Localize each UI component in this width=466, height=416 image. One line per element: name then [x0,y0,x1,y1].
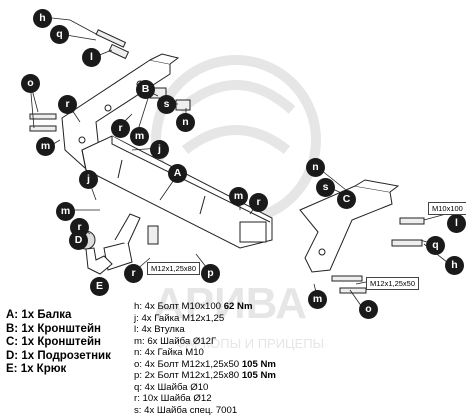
spec-row-r: r: 10x Шайба Ø12 [134,393,276,405]
legend-item-d: D: 1x Подрозетник [6,349,111,362]
badge-l: l [82,48,101,67]
badge-m: m [308,290,327,309]
badge-h: h [445,256,464,275]
spec-text: j: 4x Гайка M12x1,25 [134,312,225,324]
badge-m: m [229,187,248,206]
spec-row-s: s: 4x Шайба спец. 7001 [134,405,276,416]
spec-row-m: m: 6x Шайба Ø12Г [134,336,276,348]
badge-n: n [306,158,325,177]
spec-row-o: o: 4x Болт M12x1,25x50 105 Nm [134,359,276,371]
badge-C: C [337,190,356,209]
watermark-subtext: ФАРКОПЫ И ПРИЦЕПЫ [176,336,324,351]
badge-q: q [426,236,445,255]
badge-j: j [150,140,169,159]
badge-m: m [130,127,149,146]
callout-m12x50: M12x1,25x50 [366,277,420,290]
spec-row-j: j: 4x Гайка M12x1,25 [134,313,276,325]
badge-E: E [90,277,109,296]
badge-q: q [50,25,69,44]
spec-text: q: 4x Шайба Ø10 [134,381,209,393]
spec-row-h: h: 4x Болт M10x100 62 Nm [134,301,276,313]
legend-item-e: E: 1x Крюк [6,363,67,375]
legend-item-b: B: 1x Кронштейн [6,322,101,335]
spec-row-n: n: 4x Гайка M10 [134,347,276,359]
badge-o: o [21,74,40,93]
badge-m: m [56,202,75,221]
badge-B: B [136,80,155,99]
spec-text: p: 2x Болт M12x1,25x80 [134,370,240,381]
callout-m12x80: M12x1,25x80 [147,262,201,275]
badge-l: l [447,214,466,233]
spec-text: m: 6x Шайба Ø12Г [134,335,217,347]
spec-text: l: 4x Втулка [134,324,185,335]
parts-legend: A: 1x Балка B: 1x Кронштейн C: 1x Кроншт… [6,309,111,377]
badge-p: p [201,264,220,283]
spec-torque: 62 Nm [223,301,253,312]
spec-torque: 105 Nm [241,370,276,381]
badge-j: j [79,170,98,189]
spec-text: n: 4x Гайка M10 [134,347,204,358]
bolt-set [29,29,425,294]
watermark-text: АРИВА [153,279,307,328]
badge-r: r [58,95,77,114]
badge-m: m [36,137,55,156]
badge-r: r [111,119,130,138]
badge-n: n [176,113,195,132]
spec-text: h: 4x Болт M10x100 [134,301,222,312]
spec-text: s: 4x Шайба спец. 7001 [134,404,238,416]
badge-A: A [168,164,187,183]
badge-s: s [316,178,335,197]
badge-r: r [124,264,143,283]
badge-r: r [249,193,268,212]
legend-item-a: A: 1x Балка [6,309,72,321]
spec-text: o: 4x Болт M12x1,25x50 [134,358,240,370]
spec-row-l: l: 4x Втулка [134,324,276,336]
callout-m10x100: M10x100 [428,202,466,215]
legend-item-c: C: 1x Кронштейн [6,336,101,348]
spec-row-p: p: 2x Болт M12x1,25x80 105 Nm [134,370,276,382]
badge-h: h [33,9,52,28]
spec-torque: 105 Nm [241,358,276,370]
hardware-specs: h: 4x Болт M10x100 62 Nm j: 4x Гайка M12… [134,301,276,416]
spec-text: r: 10x Шайба Ø12 [134,393,212,404]
badge-o: o [359,300,378,319]
badge-D: D [69,231,88,250]
badge-s: s [157,95,176,114]
spec-row-q: q: 4x Шайба Ø10 [134,382,276,394]
